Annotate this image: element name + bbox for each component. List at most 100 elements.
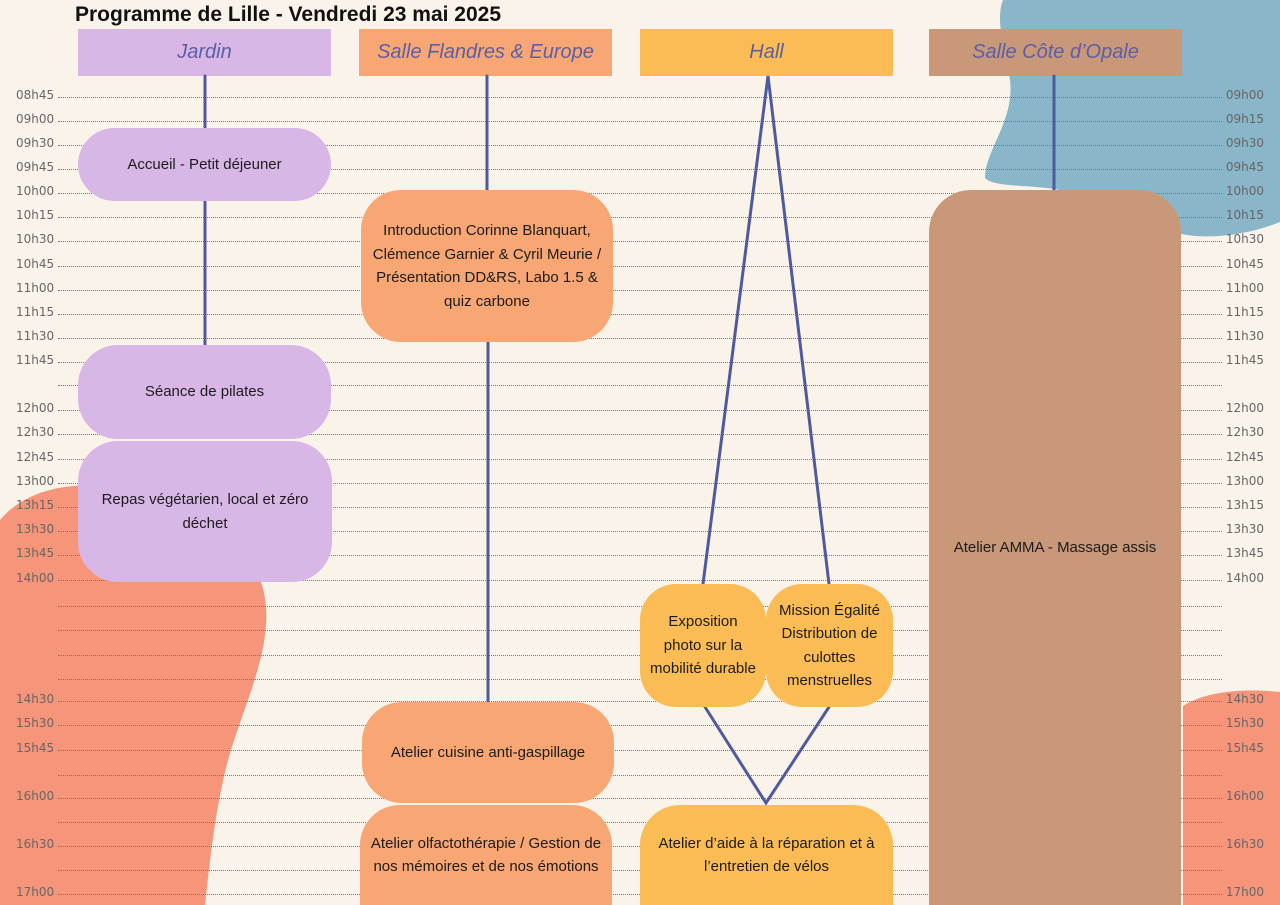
- time-row: 09h45 09h45: [0, 160, 1280, 175]
- time-label-right: 10h45: [1225, 257, 1264, 271]
- time-label-left: 09h45: [16, 160, 55, 174]
- time-label-right: 17h00: [1225, 885, 1264, 899]
- dotted-guide-line: [58, 531, 1222, 532]
- event-cuisine: Atelier cuisine anti-gaspillage: [362, 702, 614, 803]
- time-label-left: 15h45: [16, 741, 55, 755]
- time-label-right: 09h00: [1225, 88, 1264, 102]
- time-row: 13h30 13h30: [0, 522, 1280, 537]
- hall-connector-upper: [701, 75, 831, 586]
- time-label-right: 14h00: [1225, 571, 1264, 585]
- time-row: 12h30 12h30: [0, 425, 1280, 440]
- dotted-guide-line: [58, 580, 1222, 581]
- dotted-guide-line: [58, 775, 1222, 776]
- time-row: [0, 598, 1280, 612]
- event-pilates: Séance de pilates: [78, 345, 331, 439]
- time-label-left: 14h00: [16, 571, 55, 585]
- time-row: 09h30 09h30: [0, 136, 1280, 151]
- time-label-left: 09h30: [16, 136, 55, 150]
- salmon-blob-right-shape: [1183, 690, 1280, 905]
- time-label-left: 15h30: [16, 716, 55, 730]
- dotted-guide-line: [58, 507, 1222, 508]
- time-label-right: 12h45: [1225, 450, 1264, 464]
- time-row: 10h30 10h30: [0, 232, 1280, 247]
- time-label-left: 11h45: [16, 353, 55, 367]
- event-olfactotherapie: Atelier olfactothérapie / Gestion de nos…: [360, 805, 612, 905]
- time-label-right: 12h30: [1225, 425, 1264, 439]
- event-amma: Atelier AMMA - Massage assis: [929, 190, 1181, 905]
- dotted-guide-line: [58, 434, 1222, 435]
- column-header-flandres: Salle Flandres & Europe: [359, 29, 612, 76]
- time-label-right: 13h15: [1225, 498, 1264, 512]
- time-label-left: 10h30: [16, 232, 55, 246]
- time-label-right: 11h15: [1225, 305, 1264, 319]
- time-label-right: 13h30: [1225, 522, 1264, 536]
- page-title: Programme de Lille - Vendredi 23 mai 202…: [75, 3, 502, 26]
- time-label-right: 11h00: [1225, 281, 1264, 295]
- time-label-right: 15h30: [1225, 716, 1264, 730]
- event-mission-egalite: Mission Égalité Distribution de culottes…: [766, 584, 893, 707]
- dotted-guide-line: [58, 217, 1222, 218]
- time-label-left: 12h30: [16, 425, 55, 439]
- time-row: 14h30 14h30: [0, 692, 1280, 707]
- time-label-left: 11h30: [16, 329, 55, 343]
- dotted-guide-line: [58, 822, 1222, 823]
- dotted-guide-line: [58, 145, 1222, 146]
- time-label-right: 11h45: [1225, 353, 1264, 367]
- time-label-right: 16h00: [1225, 789, 1264, 803]
- time-label-right: 09h45: [1225, 160, 1264, 174]
- time-row: 15h30 15h30: [0, 716, 1280, 731]
- dotted-guide-line: [58, 725, 1222, 726]
- salmon-blob-left-shape: [0, 485, 267, 905]
- dotted-guide-line: [58, 750, 1222, 751]
- dotted-guide-line: [58, 290, 1222, 291]
- time-label-left: 09h00: [16, 112, 55, 126]
- time-label-right: 09h15: [1225, 112, 1264, 126]
- time-label-left: 13h30: [16, 522, 55, 536]
- event-introduction: Introduction Corinne Blanquart, Clémence…: [361, 190, 613, 342]
- event-repas: Repas végétarien, local et zéro déchet: [78, 441, 332, 582]
- event-exposition: Exposition photo sur la mobilité durable: [640, 584, 766, 707]
- time-label-left: 08h45: [16, 88, 55, 102]
- dotted-guide-line: [58, 483, 1222, 484]
- dotted-guide-line: [58, 314, 1222, 315]
- dotted-guide-line: [58, 362, 1222, 363]
- time-label-left: 10h15: [16, 208, 55, 222]
- time-row: [0, 671, 1280, 685]
- hall-connector-lower: [703, 705, 831, 806]
- dotted-guide-line: [58, 798, 1222, 799]
- column-header-jardin: Jardin: [78, 29, 331, 76]
- time-label-left: 13h15: [16, 498, 55, 512]
- column-header-opale: Salle Côte d’Opale: [929, 29, 1182, 76]
- dotted-guide-line: [58, 555, 1222, 556]
- dotted-guide-line: [58, 679, 1222, 680]
- time-label-right: 11h30: [1225, 329, 1264, 343]
- time-label-right: 16h30: [1225, 837, 1264, 851]
- time-label-right: 09h30: [1225, 136, 1264, 150]
- time-label-right: 12h00: [1225, 401, 1264, 415]
- time-label-right: 13h45: [1225, 546, 1264, 560]
- dotted-guide-line: [58, 193, 1222, 194]
- time-label-left: 14h30: [16, 692, 55, 706]
- time-row: 13h15 13h15: [0, 498, 1280, 513]
- dotted-guide-line: [58, 459, 1222, 460]
- time-label-right: 10h30: [1225, 232, 1264, 246]
- time-row: 12h00 12h00: [0, 401, 1280, 416]
- time-row: 09h00 09h15: [0, 112, 1280, 127]
- dotted-guide-line: [58, 241, 1222, 242]
- time-row: 14h00 14h00: [0, 571, 1280, 586]
- time-label-right: 10h00: [1225, 184, 1264, 198]
- time-row: 11h30 11h30: [0, 329, 1280, 344]
- time-label-right: 14h30: [1225, 692, 1264, 706]
- time-label-left: 13h00: [16, 474, 55, 488]
- time-label-left: 12h45: [16, 450, 55, 464]
- dotted-guide-line: [58, 121, 1222, 122]
- time-label-left: 12h00: [16, 401, 55, 415]
- dotted-guide-line: [58, 97, 1222, 98]
